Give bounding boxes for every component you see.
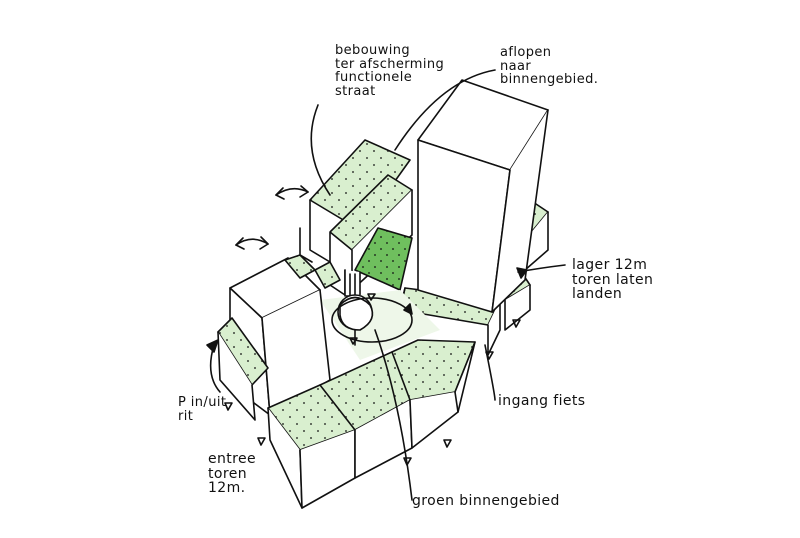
annotation-line: toren laten bbox=[572, 271, 654, 288]
annotation-pin-uit-rit: P in/uit rit bbox=[178, 396, 226, 423]
north-wing-front-wall bbox=[309, 199, 331, 263]
tower-side bbox=[491, 109, 549, 313]
annotation-groen-binnengebied: groen binnengebied bbox=[412, 494, 560, 509]
annotation-line: functionele bbox=[335, 70, 413, 86]
annotation-lager: lager 12m toren laten landen bbox=[572, 258, 653, 302]
annotation-line: straat bbox=[335, 83, 376, 99]
annotation-ingang-fiets: ingang fiets bbox=[498, 394, 585, 409]
annotation-line: ter afscherming bbox=[335, 56, 445, 72]
southeast-strip-wall bbox=[487, 299, 501, 356]
annotation-line: aflopen bbox=[500, 45, 552, 60]
annotation-line: rit bbox=[178, 408, 194, 424]
leader-aflopen bbox=[394, 69, 496, 151]
leader-groen bbox=[374, 329, 413, 501]
annotation-line: landen bbox=[572, 286, 623, 303]
annotation-line: toren bbox=[208, 465, 247, 482]
annotation-entree-toren: entree toren 12m. bbox=[208, 452, 256, 496]
annotation-line: ingang fiets bbox=[498, 393, 586, 409]
annotation-line: bebouwing bbox=[335, 43, 411, 58]
annotation-line: naar bbox=[500, 58, 532, 74]
annotation-line: entree bbox=[208, 451, 257, 467]
leader-bebouwing bbox=[310, 104, 331, 196]
courtyard-gate bbox=[344, 269, 361, 297]
courtyard-green bbox=[354, 227, 413, 291]
annotation-aflopen: aflopen naar binnengebied. bbox=[500, 46, 598, 87]
annotation-line: binnengebied. bbox=[500, 72, 599, 88]
annotation-bebouwing: bebouwing ter afscherming functionele st… bbox=[335, 44, 444, 99]
annotation-line: 12m. bbox=[208, 480, 246, 497]
west-gap-roof-2 bbox=[314, 261, 341, 289]
annotation-line: P in/uit bbox=[178, 395, 227, 410]
annotation-line: groen binnengebied bbox=[412, 493, 560, 509]
annotation-line: lager 12m bbox=[572, 257, 648, 273]
